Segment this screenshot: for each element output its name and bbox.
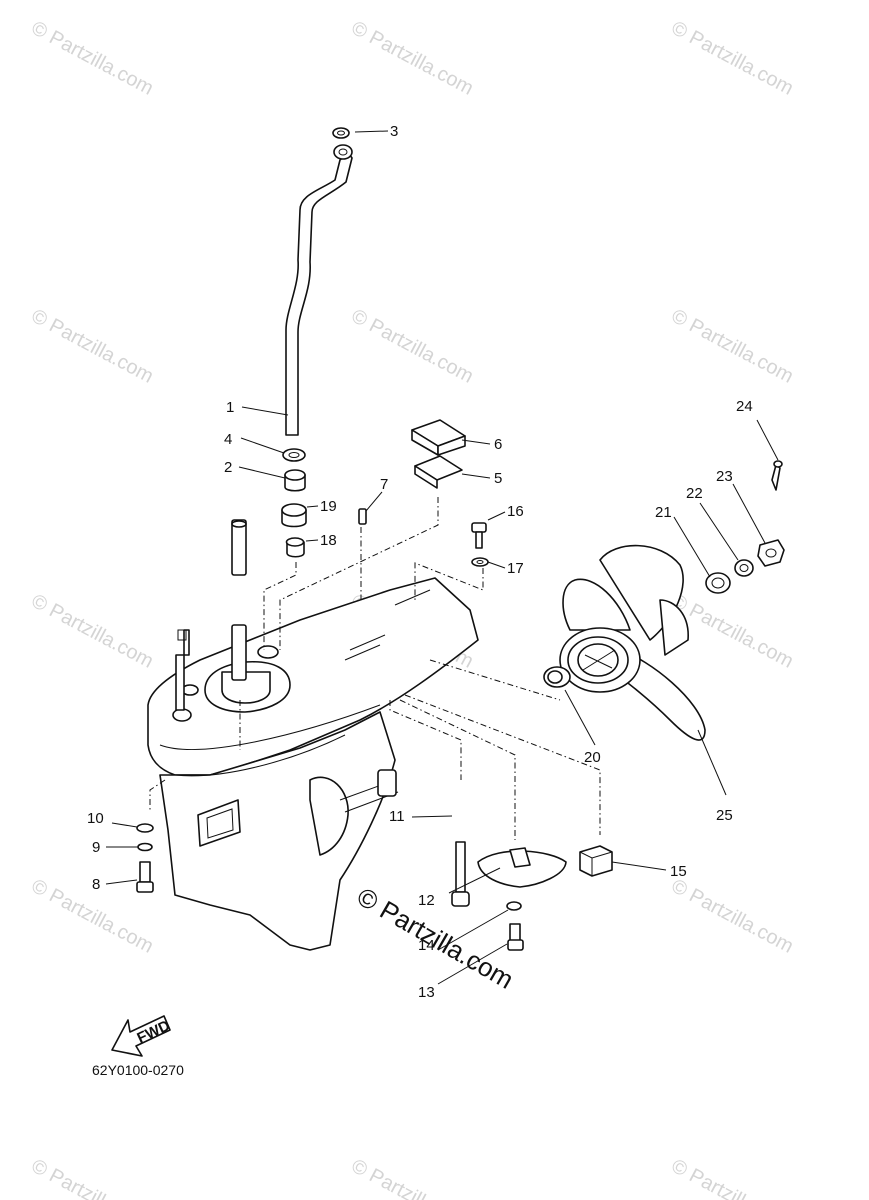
drawing-code: 62Y0100-0270: [92, 1062, 184, 1078]
callout-19: 19: [320, 498, 337, 515]
callout-22: 22: [686, 485, 703, 502]
callout-9: 9: [92, 839, 100, 856]
callout-17: 17: [507, 560, 524, 577]
assembly-lines: [149, 497, 601, 840]
watermark-text: © Partzilla.com: [668, 305, 797, 388]
callout-16: 16: [507, 503, 524, 520]
callout-2: 2: [224, 459, 232, 476]
callout-24: 24: [736, 398, 753, 415]
callout-1: 1: [226, 399, 234, 416]
fwd-arrow: FWD: [111, 1015, 173, 1057]
watermark-text: © Partzilla.com: [28, 305, 157, 388]
callout-4: 4: [224, 431, 232, 448]
callout-7: 7: [380, 476, 388, 493]
callout-15: 15: [670, 863, 687, 880]
water-tube-assembly: [281, 127, 489, 567]
hardware: [136, 823, 613, 951]
lower-casing: [147, 519, 479, 951]
callout-13: 13: [418, 984, 435, 1001]
watermark-text: © Partzilla.com: [28, 590, 157, 673]
partzilla-overlay-watermark: © Partzilla.com: [352, 881, 519, 995]
callout-8: 8: [92, 876, 100, 893]
propeller: [543, 460, 785, 741]
callout-23: 23: [716, 468, 733, 485]
watermark-text: © Partzilla.com: [28, 1155, 157, 1200]
callout-21: 21: [655, 504, 672, 521]
watermark-text: © Partzilla.com: [668, 875, 797, 958]
leader-lines: [105, 130, 779, 985]
callout-11: 11: [389, 808, 405, 825]
watermark-text: © Partzilla.com: [348, 1155, 477, 1200]
watermark-text: © Partzilla.com: [668, 1155, 797, 1200]
callout-25: 25: [716, 807, 733, 824]
callout-6: 6: [494, 436, 502, 453]
watermark-text: © Partzilla.com: [28, 17, 157, 100]
callout-18: 18: [320, 532, 337, 549]
watermark-text: © Partzilla.com: [348, 17, 477, 100]
callout-labels: 1 4 2 3 19 18 7 6 5 16 17 10 9 8 11 12 1…: [87, 123, 753, 1001]
callout-3: 3: [390, 123, 398, 140]
callout-5: 5: [494, 470, 502, 487]
callout-10: 10: [87, 810, 104, 827]
watermark-text: © Partzilla.com: [668, 17, 797, 100]
callout-14: 14: [418, 937, 435, 954]
callout-12: 12: [418, 892, 435, 909]
callout-20: 20: [584, 749, 601, 766]
watermark-text: © Partzilla.com: [348, 305, 477, 388]
